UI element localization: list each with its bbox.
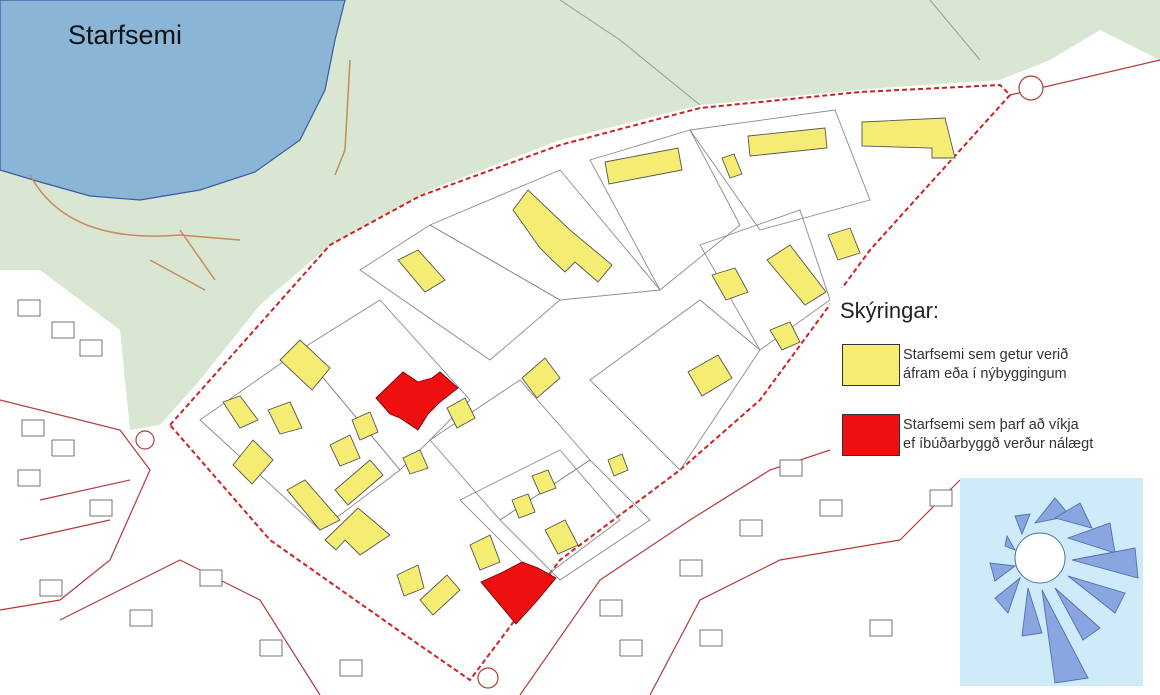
yellow-building [267, 401, 303, 435]
yellow-building [324, 507, 391, 556]
map-title: Starfsemi [68, 20, 183, 50]
legend: Skýringar: Starfsemi sem getur verið áfr… [830, 288, 1130, 478]
yellow-building [222, 395, 259, 429]
yellow-building [469, 534, 501, 571]
legend-label-red: Starfsemi sem þarf að víkja ef íbúðarbyg… [903, 416, 1128, 454]
yellow-building [446, 397, 476, 429]
yellow-building [721, 153, 743, 179]
yellow-building [334, 459, 384, 506]
yellow-building [286, 479, 341, 531]
wind-rose [989, 497, 1139, 684]
yellow-building [402, 449, 429, 475]
plot-lines [199, 109, 871, 581]
wind-petal [1014, 513, 1031, 536]
yellow-building [351, 411, 379, 441]
buildings-red [375, 371, 557, 625]
wind-petal [1067, 575, 1126, 614]
yellow-building [607, 453, 629, 477]
wind-petal [994, 576, 1021, 614]
legend-label-yellow-line1: Starfsemi sem getur verið [903, 347, 1069, 363]
yellow-building [531, 469, 557, 495]
residential-houses [17, 299, 953, 677]
roundabouts [135, 75, 1044, 689]
yellow-building [747, 127, 828, 157]
yellow-building [521, 357, 561, 399]
yellow-building [397, 249, 446, 293]
yellow-building [861, 117, 956, 159]
yellow-building [396, 564, 425, 597]
yellow-building [279, 339, 331, 391]
yellow-building [827, 227, 861, 261]
yellow-building [511, 493, 536, 519]
park-path [559, 0, 981, 106]
wind-petal [1021, 587, 1043, 637]
yellow-building [687, 354, 733, 397]
wind-petal [1066, 522, 1116, 554]
red-building [375, 371, 459, 431]
wind-petal [1041, 589, 1089, 684]
legend-label-red-line2: ef íbúðarbyggð verður nálægt [903, 436, 1094, 452]
yellow-building [419, 574, 461, 616]
legend-label-yellow: Starfsemi sem getur verið áfram eða í ný… [903, 346, 1128, 384]
wind-petal [1053, 502, 1093, 529]
yellow-building [544, 519, 579, 555]
legend-title: Skýringar: [840, 298, 940, 323]
wind-petal [989, 562, 1017, 582]
yellow-building [329, 434, 361, 467]
legend-label-yellow-line2: áfram eða í nýbyggingum [903, 366, 1067, 382]
wind-rose-panel [960, 478, 1143, 686]
yellow-building [711, 267, 749, 301]
yellow-building [766, 244, 827, 306]
wind-rose-hub [1014, 532, 1066, 584]
red-building [480, 561, 557, 625]
wind-petal [1071, 547, 1139, 579]
zone-boundary [168, 83, 1012, 682]
legend-label-red-line1: Starfsemi sem þarf að víkja [903, 417, 1079, 433]
legend-swatch-yellow [842, 344, 900, 386]
wind-petal [1004, 534, 1017, 551]
wind-petal [1054, 587, 1101, 641]
yellow-building [232, 439, 274, 485]
yellow-building [769, 321, 801, 351]
yellow-building [604, 147, 683, 185]
legend-swatch-red [842, 414, 900, 456]
park-path [29, 59, 351, 291]
yellow-building [512, 189, 613, 283]
buildings-yellow [222, 117, 956, 616]
